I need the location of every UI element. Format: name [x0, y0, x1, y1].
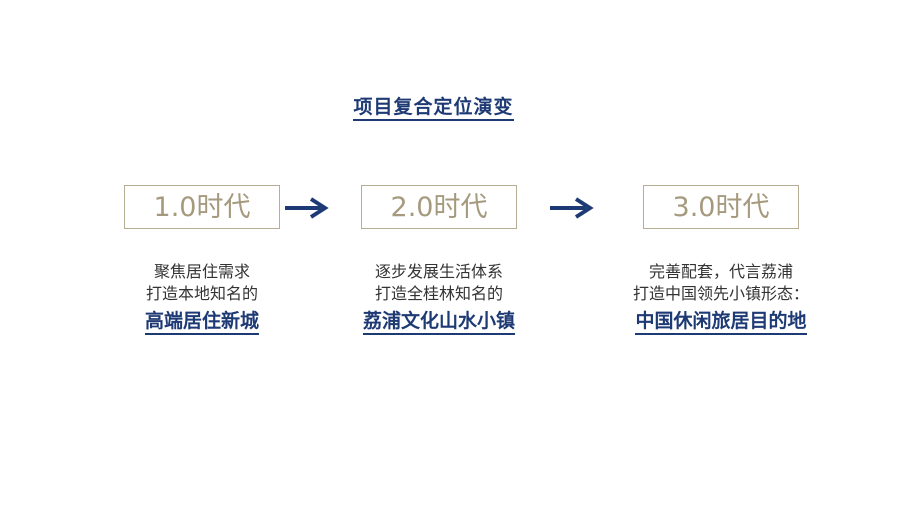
stage-2-label: 2.0时代 [361, 185, 517, 229]
stage-2-highlight-text: 荔浦文化山水小镇 [362, 310, 515, 335]
stage-3-label: 3.0时代 [643, 185, 799, 229]
page-title-text: 项目复合定位演变 [353, 96, 514, 121]
arrow-right-icon [550, 197, 594, 219]
arrow-right-icon [285, 197, 329, 219]
stage-3-line1: 完善配套，代言荔浦 [648, 262, 793, 281]
stage-1-line1: 聚焦居住需求 [153, 262, 250, 281]
stage-3-line2: 打造中国领先小镇形态： [632, 284, 809, 303]
stage-1-highlight: 高端居住新城 [62, 309, 342, 335]
stage-3: 3.0时代 完善配套，代言荔浦 打造中国领先小镇形态： 中国休闲旅居目的地 [581, 185, 861, 335]
stage-1-highlight-text: 高端居住新城 [144, 310, 259, 335]
page-title: 项目复合定位演变 [0, 92, 867, 121]
stage-2-description: 逐步发展生活体系 打造全桂林知名的 [299, 261, 579, 305]
stage-2: 2.0时代 逐步发展生活体系 打造全桂林知名的 荔浦文化山水小镇 [299, 185, 579, 335]
stage-1-line2: 打造本地知名的 [145, 284, 258, 303]
stage-2-line1: 逐步发展生活体系 [374, 262, 503, 281]
stage-1: 1.0时代 聚焦居住需求 打造本地知名的 高端居住新城 [62, 185, 342, 335]
stage-2-line2: 打造全桂林知名的 [374, 284, 503, 303]
stage-2-highlight: 荔浦文化山水小镇 [299, 309, 579, 335]
stage-3-description: 完善配套，代言荔浦 打造中国领先小镇形态： [581, 261, 861, 305]
stage-1-label: 1.0时代 [124, 185, 280, 229]
stage-1-description: 聚焦居住需求 打造本地知名的 [62, 261, 342, 305]
stage-3-highlight: 中国休闲旅居目的地 [581, 309, 861, 335]
stage-3-highlight-text: 中国休闲旅居目的地 [635, 310, 807, 335]
